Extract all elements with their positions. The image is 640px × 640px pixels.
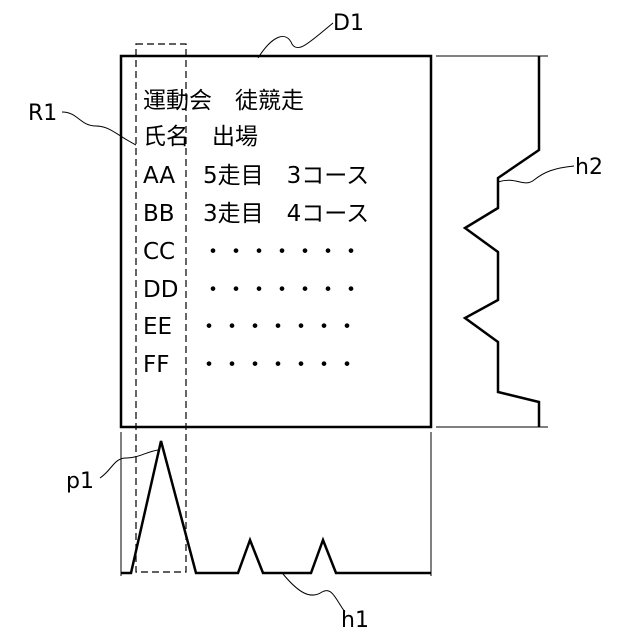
document-title: 運動会 徒競走 xyxy=(143,88,304,114)
row-name: EE xyxy=(143,314,172,340)
row-detail-dots: ・・・・・・・ xyxy=(202,278,363,303)
row-detail-dots: ・・・・・・・ xyxy=(198,315,359,340)
label-h2: h2 xyxy=(575,155,603,180)
row-name: CC xyxy=(143,239,175,265)
row-detail: 3走目 4コース xyxy=(203,201,369,227)
leader-r1 xyxy=(62,112,136,145)
row-detail-dots: ・・・・・・・ xyxy=(202,240,363,265)
row-name: BB xyxy=(143,201,175,227)
leader-h2 xyxy=(498,166,574,183)
row-detail-dots: ・・・・・・・ xyxy=(198,353,359,378)
row-name: FF xyxy=(143,352,169,378)
row-detail: 5走目 3コース xyxy=(203,163,369,189)
row-name: DD xyxy=(143,277,178,303)
label-p1: p1 xyxy=(66,469,94,494)
leader-h1 xyxy=(283,574,345,612)
leader-d1 xyxy=(258,23,333,58)
horizontal-histogram-curve xyxy=(121,441,431,573)
label-h1: h1 xyxy=(341,608,369,633)
row-name: AA xyxy=(143,163,175,189)
label-r1: R1 xyxy=(28,101,57,126)
document-header: 氏名 出場 xyxy=(143,124,258,150)
label-d1: D1 xyxy=(333,11,364,36)
vertical-histogram-curve xyxy=(465,56,539,427)
leader-p1 xyxy=(100,450,158,478)
